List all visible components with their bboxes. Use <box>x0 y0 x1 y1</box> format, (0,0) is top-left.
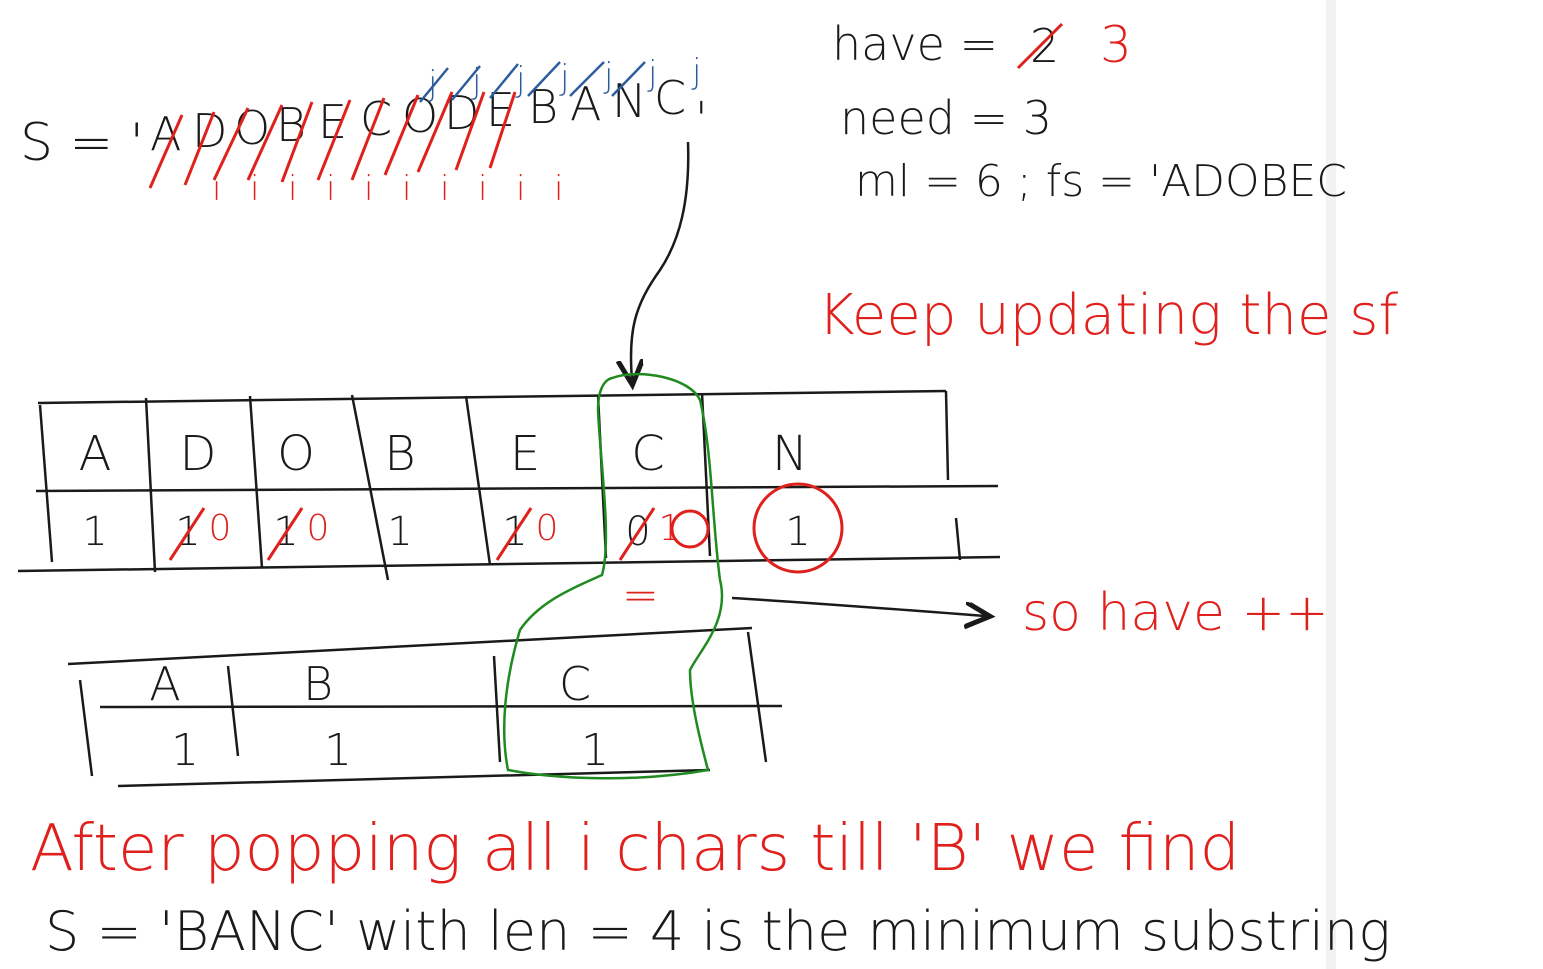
ml-line: ml = 6 ; fs = 'ADOBEC <box>855 156 1347 207</box>
need-table: A B C 1 1 1 <box>67 626 783 788</box>
equals-mark: = <box>622 570 659 621</box>
i-marker: i <box>516 169 525 209</box>
conclusion-line-2: S = 'BANC' with len = 4 is the minimum s… <box>45 900 1391 963</box>
window-table-strike <box>618 507 656 561</box>
window-table-header: B <box>384 426 415 482</box>
window-table-header: D <box>180 426 217 482</box>
have-old-value: 2 <box>1030 19 1059 73</box>
string-char: A <box>570 77 601 131</box>
need-table-grid <box>67 626 783 788</box>
window-table-header: E <box>510 426 540 482</box>
i-marker: i <box>440 169 449 209</box>
i-marker: i <box>554 169 563 209</box>
i-marker: i <box>326 169 335 209</box>
j-marker: j <box>515 60 525 100</box>
so-have-plus-plus: so have ++ <box>1022 583 1329 643</box>
crossed-j-pointers <box>419 61 646 103</box>
need-table-value: 1 <box>171 725 199 776</box>
note-keep-updating: Keep updating the sf <box>818 283 1398 348</box>
j-marker: j <box>691 52 701 92</box>
j-marker: j <box>471 62 481 102</box>
need-table-header: B <box>303 657 333 711</box>
window-table-value: 1 <box>785 509 810 555</box>
j-marker: j <box>603 56 613 96</box>
need-table-value: 1 <box>324 725 352 776</box>
string-char: E <box>486 83 515 137</box>
i-marker: i <box>478 169 487 209</box>
have-increment-arrow <box>731 596 985 616</box>
have-new-value: 3 <box>1100 16 1132 74</box>
window-table-header: C <box>631 426 665 482</box>
j-marker: j <box>559 58 569 98</box>
window-table-value: 1 <box>82 509 107 555</box>
circled-c-count <box>670 509 710 549</box>
need-table-header: C <box>559 657 591 711</box>
i-marker: i <box>250 169 259 209</box>
need-table-values: 1 1 1 <box>171 725 609 776</box>
window-table-value: 1 <box>387 509 412 555</box>
page-edge-strip <box>1326 0 1336 969</box>
crossed-out-chars <box>148 91 517 189</box>
i-marker: i <box>402 169 411 209</box>
status-block: have = 2 3 need = 3 ml = 6 ; fs = 'ADOBE… <box>832 16 1347 207</box>
window-table-strike <box>495 507 533 561</box>
string-char: N <box>612 74 646 128</box>
j-marker: j <box>427 64 437 104</box>
window-table-header: N <box>772 426 808 482</box>
i-marker: i <box>212 169 221 209</box>
circled-n-count <box>752 482 844 574</box>
window-table-strike <box>266 507 304 561</box>
string-char: B <box>528 80 558 134</box>
need-table-value: 1 <box>581 725 609 776</box>
window-table-new-value: 0 <box>209 508 232 549</box>
c-column-highlight <box>502 372 724 780</box>
conclusion-line-1: After popping all i chars till 'B' we fi… <box>30 812 1240 886</box>
window-table-new-value: 0 <box>307 508 330 549</box>
window-table-values: 11010110011 <box>82 507 811 561</box>
need-line: need = 3 <box>840 91 1052 145</box>
window-table-header: A <box>79 426 112 482</box>
i-marker: i <box>364 169 373 209</box>
window-table-header: O <box>277 426 315 482</box>
string-char: C <box>654 71 686 125</box>
i-marker: i <box>288 169 297 209</box>
need-table-headers: A B C <box>149 657 591 711</box>
pointer-arrow <box>631 141 690 380</box>
window-table-new-value: 0 <box>536 508 559 549</box>
have-label: have = <box>832 17 998 71</box>
string-prefix: S = ' <box>20 113 144 173</box>
need-table-header: A <box>149 657 180 711</box>
window-table-strike <box>168 507 206 561</box>
string-char: D <box>192 104 227 158</box>
string-suffix: ' <box>695 92 708 146</box>
j-marker: j <box>647 54 657 94</box>
have-old-strike <box>1016 22 1064 70</box>
